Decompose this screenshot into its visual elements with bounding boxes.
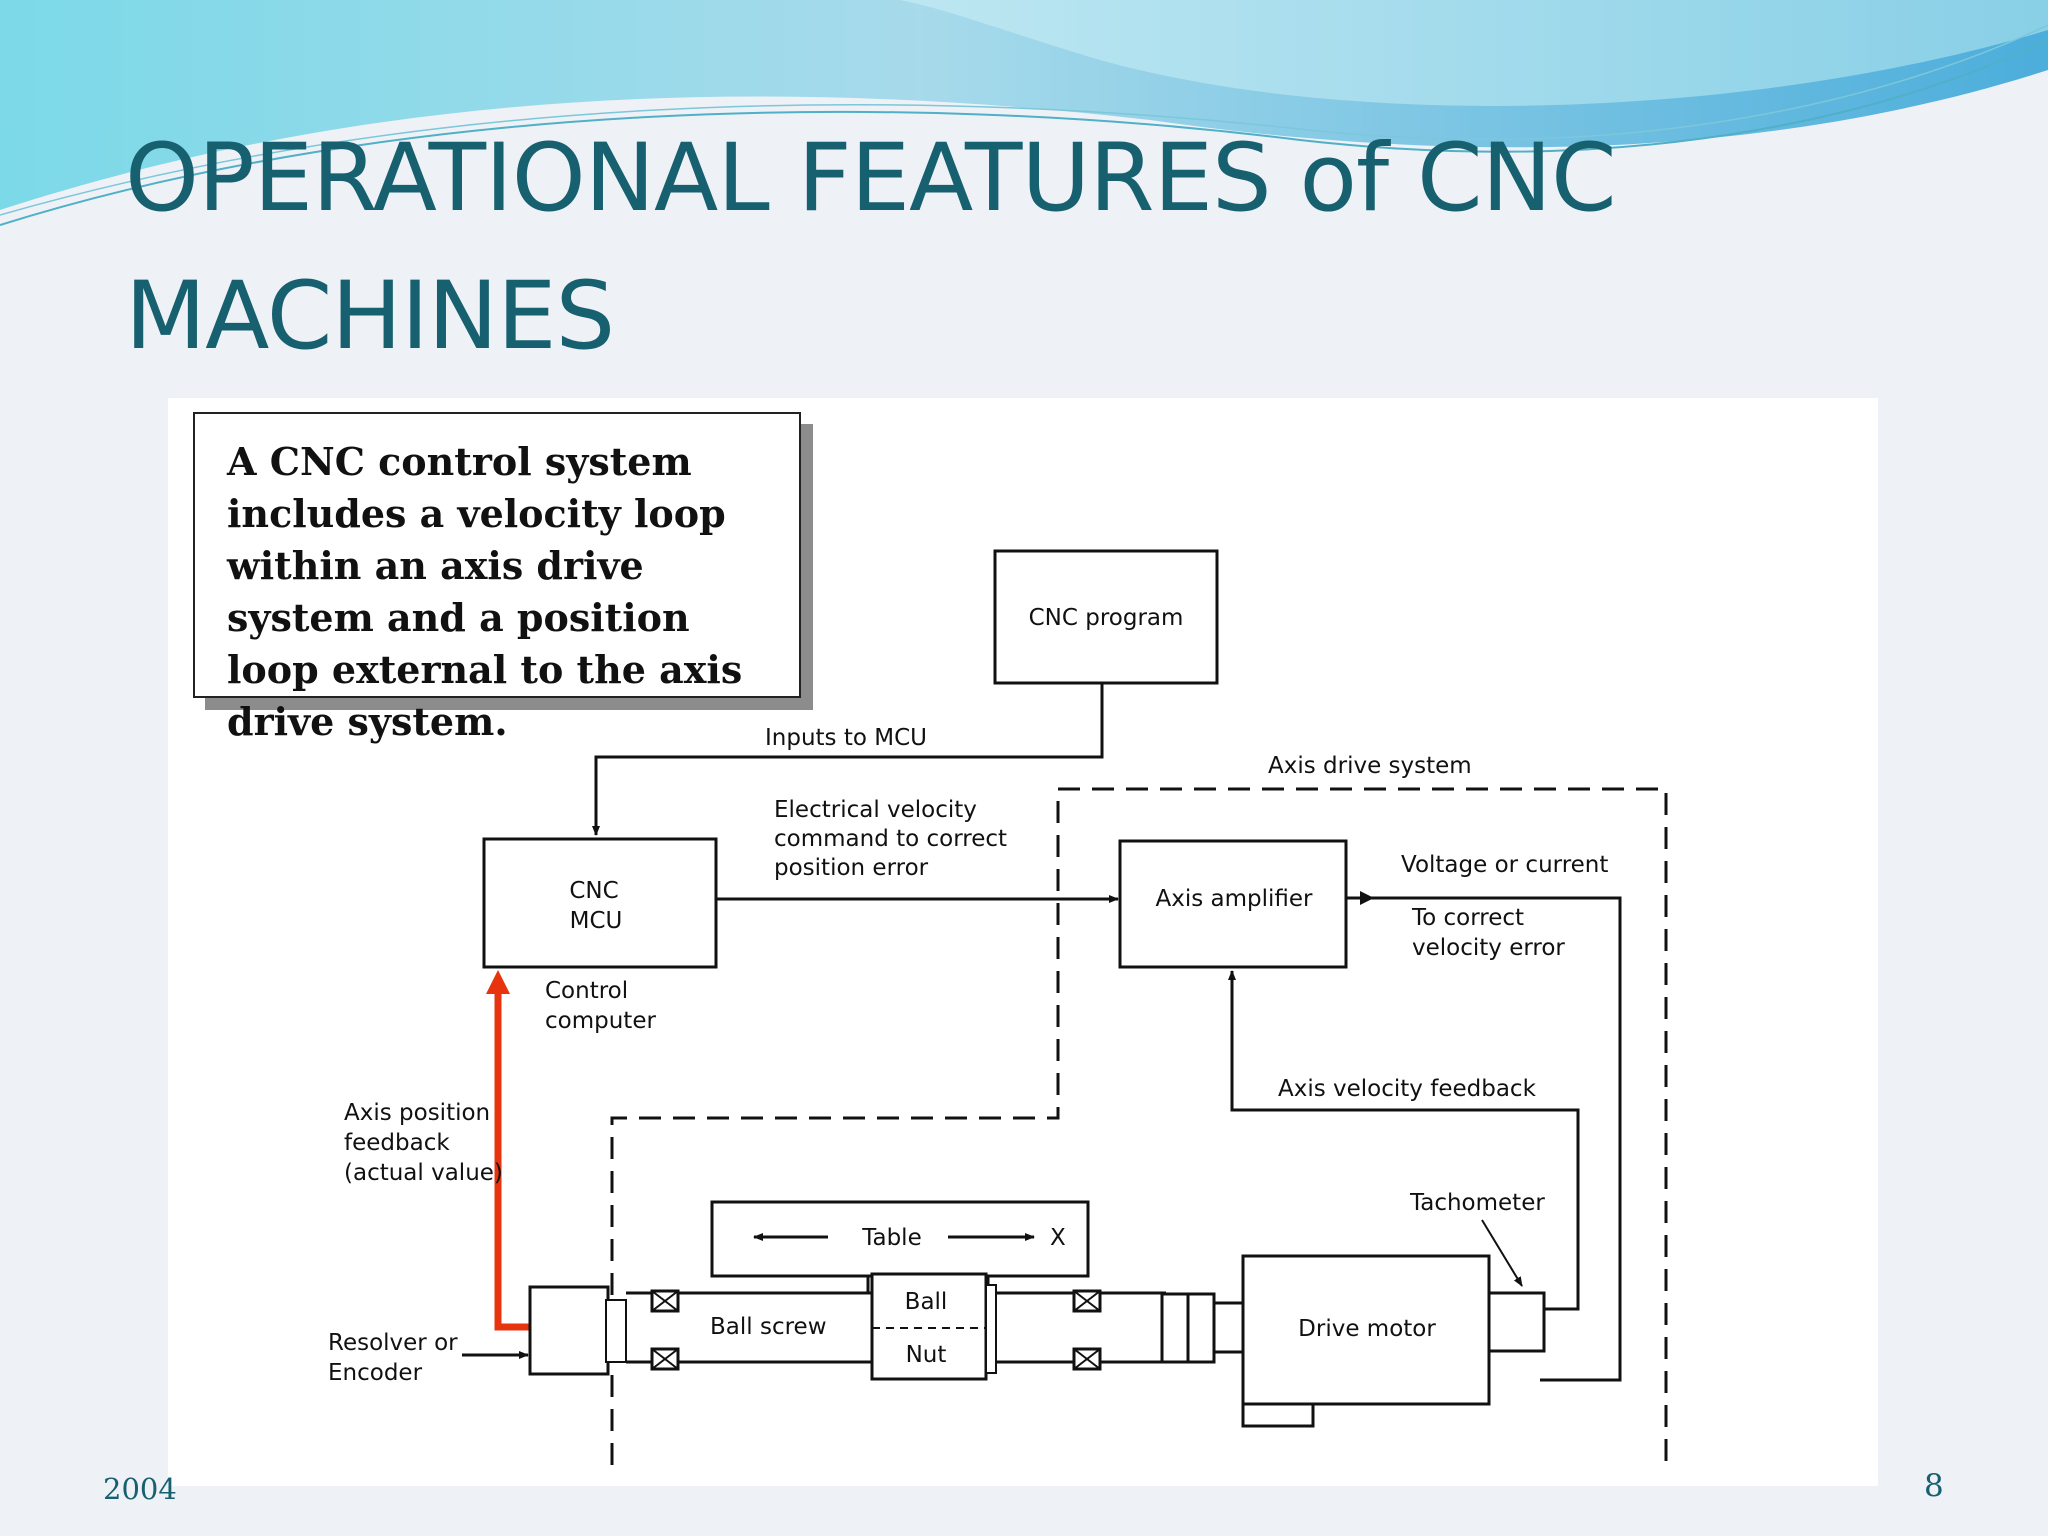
x-axis-label: X [1050, 1225, 1066, 1251]
encoder-coupling [605, 1299, 627, 1363]
axis-amplifier-box [1118, 839, 1348, 969]
resolver-encoder-box [528, 1285, 610, 1376]
voltage-or-current-label: Voltage or current [1401, 852, 1608, 878]
axis-amplifier-label: Axis amplifier [1155, 886, 1313, 912]
resolver-label-line-1: Resolver or [328, 1330, 458, 1356]
ball-label: Ball [905, 1289, 948, 1315]
cnc-mcu-label-line-2: MCU [570, 908, 623, 934]
drive-motor-label: Drive motor [1298, 1316, 1436, 1342]
amplifier-output-arrow [1360, 891, 1374, 905]
footer-year: 2004 [103, 1472, 177, 1506]
inputs-to-mcu-line [592, 683, 1104, 836]
ball-nut-flange [985, 1284, 997, 1374]
bearing-left-top [650, 1289, 680, 1313]
inputs-to-mcu-label: Inputs to MCU [765, 725, 927, 751]
ball-screw-label: Ball screw [710, 1314, 827, 1340]
cnc-mcu-label-line-1: CNC [569, 878, 618, 904]
velocity-feedback-line [1228, 970, 1580, 1311]
velocity-command-label-line-3: position error [774, 855, 929, 881]
tachometer-label: Tachometer [1409, 1190, 1545, 1216]
bearing-right-top [1072, 1289, 1102, 1313]
resolver-label-line-2: Encoder [328, 1360, 423, 1386]
velocity-command-label-line-1: Electrical velocity [774, 797, 977, 823]
axis-position-label-line-1: Axis position [344, 1100, 490, 1126]
bearing-left-bottom [650, 1347, 680, 1371]
drive-motor-box [1241, 1254, 1491, 1406]
cnc-control-diagram: CNC program Inputs to MCU Axis drive sys… [168, 398, 1878, 1486]
velocity-command-label-line-2: command to correct [774, 826, 1007, 852]
slide-title-line-2: MACHINES [125, 262, 615, 371]
cnc-mcu-box [482, 837, 718, 969]
axis-drive-system-label: Axis drive system [1268, 753, 1472, 779]
table-label: Table [861, 1225, 921, 1251]
axis-velocity-feedback-label: Axis velocity feedback [1278, 1076, 1537, 1102]
callout-box: A CNC control system includes a velocity… [193, 412, 801, 744]
axis-position-label-line-2: feedback [344, 1130, 450, 1156]
axis-drive-system-boundary [610, 787, 1668, 1465]
nut-label: Nut [906, 1342, 947, 1368]
axis-position-label-line-3: (actual value) [344, 1160, 503, 1186]
ball-nut-box [870, 1272, 988, 1381]
cnc-program-box [993, 549, 1219, 685]
drive-motor-foot [1241, 1402, 1315, 1428]
axis-position-feedback-arrow [486, 970, 530, 1331]
cnc-program-label: CNC program [1029, 605, 1184, 631]
bearing-right-bottom [1072, 1347, 1102, 1371]
to-correct-label-line-2: velocity error [1412, 935, 1565, 961]
amplifier-output-line [1346, 896, 1622, 1382]
to-correct-label-line-1: To correct [1411, 905, 1524, 931]
control-computer-label-line-2: computer [545, 1008, 656, 1034]
callout-text: A CNC control system includes a velocity… [227, 439, 743, 744]
tachometer-box [1487, 1291, 1546, 1353]
slide-number: 8 [1924, 1468, 1944, 1504]
slide-title-line-1: OPERATIONAL FEATURES of CNC [125, 124, 1617, 233]
header-wave-decoration [0, 0, 2048, 226]
control-computer-label-line-1: Control [545, 978, 628, 1004]
tachometer-pointer-line [1481, 1219, 1523, 1287]
slide-title: OPERATIONAL FEATURES of CNC MACHINES [125, 110, 1825, 386]
